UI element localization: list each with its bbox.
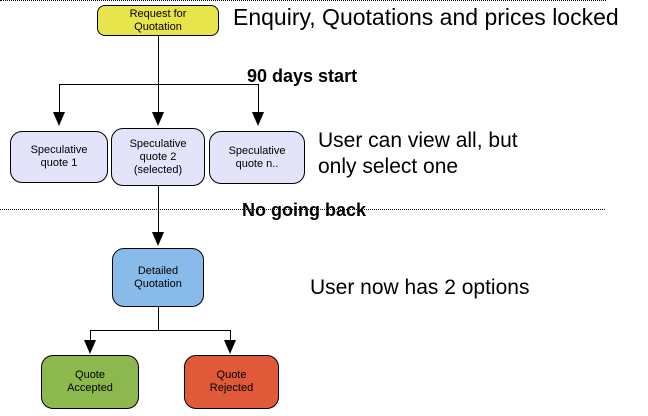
connector-branch-top [59, 84, 259, 85]
phase-label-90-days-start: 90 days start [247, 66, 358, 86]
connector-branch-bottom [90, 330, 231, 331]
arrowhead-spec1-icon [53, 112, 65, 126]
node-request-for-quotation: Request for Quotation [97, 5, 219, 36]
arrowhead-spec2-icon [152, 112, 164, 126]
annotation-user-can-view-all: User can view all, but only select one [318, 129, 518, 178]
phase-label-no-going-back: No going back [242, 200, 367, 220]
connector-request-down [158, 36, 159, 84]
annotation-user-has-2-options: User now has 2 options [310, 276, 530, 299]
node-speculative-quote-2-selected: Speculative quote 2 (selected) [111, 128, 205, 186]
phase-divider-line-2 [0, 209, 605, 210]
connector-spec2-down [158, 186, 159, 232]
connector-to-spec1 [59, 84, 60, 113]
arrowhead-specn-icon [252, 112, 264, 126]
annotation-enquiry-prices-locked: Enquiry, Quotations and prices locked [233, 4, 619, 30]
arrowhead-accepted-icon [84, 340, 96, 354]
node-speculative-quote-n: Speculative quote n.. [209, 131, 305, 184]
node-speculative-quote-1: Speculative quote 1 [10, 131, 108, 183]
connector-to-accepted [90, 330, 91, 341]
connector-to-specn [258, 84, 259, 113]
node-quote-rejected: Quote Rejected [184, 355, 279, 409]
arrowhead-rejected-icon [224, 340, 236, 354]
arrowhead-detailed-icon [152, 232, 164, 246]
connector-detailed-down [158, 307, 159, 331]
connector-to-spec2 [158, 84, 159, 113]
phase-divider-line-1 [0, 0, 606, 1]
node-quote-accepted: Quote Accepted [41, 355, 139, 409]
node-detailed-quotation: Detailed Quotation [112, 248, 204, 307]
connector-to-rejected [230, 330, 231, 341]
